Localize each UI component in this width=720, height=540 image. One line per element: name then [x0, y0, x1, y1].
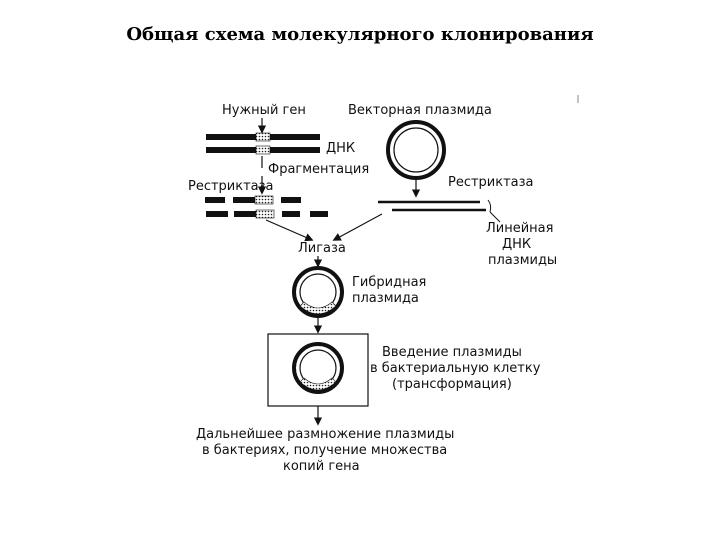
- linear-dna-label-3: плазмиды: [488, 253, 557, 268]
- fragmentation-label: Фрагментация: [268, 162, 369, 177]
- dna-label: ДНК: [326, 141, 355, 156]
- vector-plasmid: [386, 120, 446, 180]
- linear-dna-label-2: ДНК: [502, 237, 531, 252]
- final-label-1: Дальнейшее размножение плазмиды: [196, 427, 454, 442]
- gene-label: Нужный ген: [222, 103, 306, 118]
- linear-dna-label-1: Линейная: [486, 221, 553, 236]
- final-label-3: копий гена: [283, 459, 360, 474]
- diagram-title: Общая схема молекулярного клонирования: [126, 24, 594, 45]
- hybrid-label-2: плазмида: [352, 291, 419, 306]
- intro-label-1: Введение плазмиды: [382, 345, 522, 360]
- plasmid-in-cell: [292, 342, 344, 394]
- hybrid-label-1: Гибридная: [352, 275, 426, 290]
- final-label-2: в бактериях, получение множества: [202, 443, 447, 458]
- linear-plasmid-dna: [378, 199, 501, 223]
- ligase-label: Лигаза: [298, 241, 346, 256]
- restrictase-right-label: Рестриктаза: [448, 175, 534, 190]
- intro-label-2: в бактериальную клетку: [370, 361, 541, 376]
- vector-plasmid-label: Векторная плазмида: [348, 103, 492, 118]
- fragmented-dna: [205, 195, 328, 219]
- hybrid-plasmid: [292, 266, 344, 318]
- dna-strands: [206, 132, 320, 155]
- plasmid-to-ligase-arrow: [332, 213, 383, 241]
- fragments-to-ligase-arrow: [265, 219, 314, 242]
- intro-label-3: (трансформация): [392, 377, 512, 392]
- restrictase-left-label: Рестриктаза: [188, 179, 274, 194]
